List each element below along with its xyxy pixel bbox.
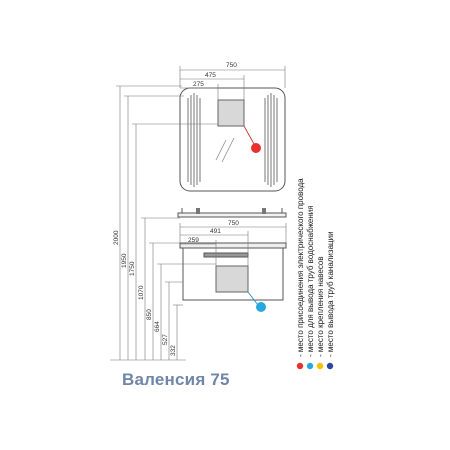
cabinet-width-small: 259 (188, 237, 199, 244)
mirror-width-total: 750 (226, 62, 237, 69)
height-527: 527 (162, 334, 169, 345)
legend-item-water: - место для вывода труб водоснабжения (306, 205, 315, 357)
height-1750: 1750 (129, 261, 136, 276)
mirror-width-mid: 475 (205, 72, 216, 79)
mount-dot-icon (316, 362, 324, 370)
height-labels: 2000 1950 1750 1070 850 664 527 332 (113, 230, 177, 356)
mirror-lamp-right (264, 93, 278, 187)
height-dims (110, 85, 218, 361)
height-332: 332 (170, 345, 177, 356)
height-1950: 1950 (121, 253, 128, 268)
cabinet-water-zone (215, 265, 249, 293)
cabinet-width-total: 750 (228, 220, 239, 227)
height-850: 850 (146, 309, 153, 320)
height-1070: 1070 (138, 285, 145, 300)
sewer-dot-icon (326, 362, 334, 370)
cabinet-width-mid: 491 (210, 228, 221, 235)
cabinet-body (182, 247, 284, 301)
cabinet-handle (203, 252, 249, 258)
electric-dot-icon (296, 362, 304, 370)
water-point-icon (256, 302, 266, 312)
shelf (177, 208, 287, 218)
legend-item-mount: - место крепления навесов (316, 256, 325, 357)
mirror-lamp-left (187, 93, 201, 187)
legend-item-electric: - место присоединения электрического про… (296, 178, 305, 357)
cabinet-width-dims (179, 223, 287, 266)
mirror-width-dims (179, 66, 286, 100)
mirror-electric-zone (217, 99, 245, 127)
electric-point-icon (251, 143, 261, 153)
mirror (179, 87, 286, 192)
legend-item-sewer: - место вывода труб канализации (326, 231, 335, 357)
mirror-outline (179, 87, 286, 192)
cabinet (179, 242, 287, 306)
product-title: Валенсия 75 (122, 370, 230, 389)
height-664: 664 (154, 321, 161, 332)
water-dot-icon (306, 362, 314, 370)
legend: - место присоединения электрического про… (296, 178, 335, 357)
mirror-width-small: 275 (193, 81, 204, 88)
legend-dots (296, 362, 334, 370)
height-2000: 2000 (113, 230, 120, 245)
